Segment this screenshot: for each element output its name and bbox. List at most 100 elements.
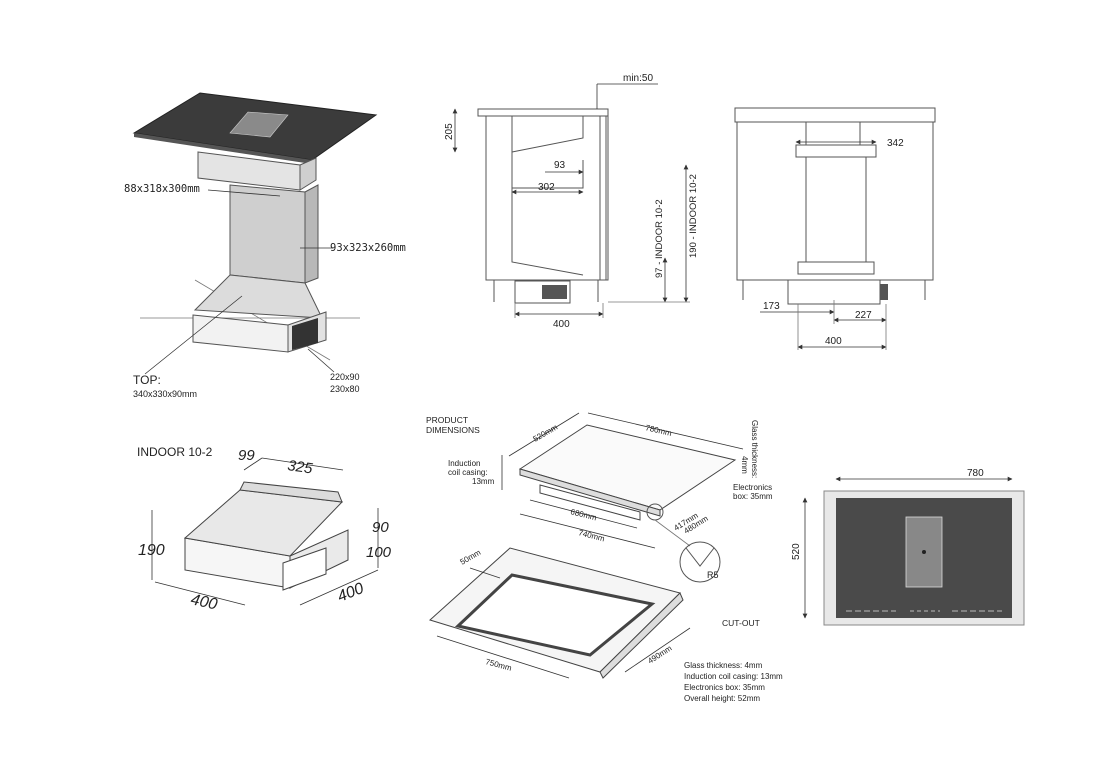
product-title-line1: PRODUCT xyxy=(426,415,468,425)
product-r5-detail-circle xyxy=(679,541,721,583)
dim-780mm-line xyxy=(587,412,744,450)
cooktop-plate-edge xyxy=(134,133,312,164)
dim-780mm-label: 780mm xyxy=(645,423,673,438)
dim-min50-label: min:50 xyxy=(623,73,653,84)
top-view-vent-center xyxy=(922,550,926,554)
dim-490mm-label: 490mm xyxy=(646,643,674,665)
dim-680mm-label: 680mm xyxy=(570,507,598,522)
column-size-label: 93x323x260mm xyxy=(330,242,406,254)
dim-325-label: 325 xyxy=(286,457,314,477)
dim-400-right-label: 400 xyxy=(335,580,366,606)
indoor-box-top-rim xyxy=(239,481,343,503)
dim-302-label: 302 xyxy=(538,182,555,193)
note-electronics: Electronics box: 35mm xyxy=(684,683,765,692)
indoor-box-title: INDOOR 10-2 xyxy=(137,445,213,459)
top-size-label: 340x330x90mm xyxy=(133,389,197,399)
leader-upper-box xyxy=(207,189,281,197)
product-dimensions-drawing: PRODUCT DIMENSIONS R5 520mm 780mm Induct… xyxy=(426,412,773,583)
dim-780-top-label: 780 xyxy=(967,468,984,479)
cooktop-vent-strip xyxy=(229,111,289,138)
outlet-size-label-1: 220x90 xyxy=(330,372,360,382)
upper-box-side xyxy=(299,157,317,191)
dim-520mm-line xyxy=(508,412,580,457)
glass-label-1: Glass thickness: xyxy=(750,420,759,478)
dim-400-side-label: 400 xyxy=(553,319,570,330)
product-coil-casing xyxy=(539,484,641,521)
worktop xyxy=(477,108,609,117)
base-unit-outlet xyxy=(542,285,567,299)
note-coil: Induction coil casing: 13mm xyxy=(684,672,783,681)
cabinet-front-panel xyxy=(599,115,609,281)
side-section-view: min:50 205 93 302 97 - INDOOR 10-2 190 -… xyxy=(444,73,699,330)
front-base-outlet xyxy=(880,284,888,300)
coil-label-1: Induction xyxy=(448,459,480,468)
top-label: TOP: xyxy=(133,373,161,387)
upper-box-size-label: 88x318x300mm xyxy=(124,183,200,195)
cutout-label: CUT-OUT xyxy=(722,618,760,628)
product-glass-top xyxy=(518,424,737,511)
outlet-size-label-2: 230x80 xyxy=(330,384,360,394)
dim-227-label: 227 xyxy=(855,310,872,321)
cabinet-body xyxy=(485,115,607,281)
dim-97-label: 97 - INDOOR 10-2 xyxy=(654,199,665,278)
elec-label-1: Electronics xyxy=(733,483,772,492)
product-glass-edge xyxy=(519,468,661,517)
note-height: Overall height: 52mm xyxy=(684,694,760,703)
lower-duct xyxy=(511,188,584,276)
top-view-drawing: 780 520 xyxy=(791,468,1025,626)
front-column xyxy=(805,156,867,263)
glass-label-2: 4mm xyxy=(740,456,749,474)
dim-99-label: 99 xyxy=(238,447,255,464)
dim-190-box-label: 190 xyxy=(138,542,165,559)
dim-100-label: 100 xyxy=(366,544,392,561)
elec-label-2: box: 35mm xyxy=(733,492,773,501)
product-r5-corner xyxy=(685,547,715,567)
front-collar xyxy=(795,144,877,158)
dim-99-line xyxy=(243,457,263,471)
dim-400-left-label: 400 xyxy=(189,591,219,613)
front-worktop xyxy=(734,107,936,123)
dim-750mm-line xyxy=(436,635,570,679)
dim-400-left-line xyxy=(154,581,246,606)
dim-400-right-line xyxy=(299,569,379,606)
dim-750mm-label: 750mm xyxy=(484,657,512,673)
front-view: 342 173 227 400 xyxy=(734,107,936,350)
cutout-opening xyxy=(454,573,656,657)
front-upper-duct xyxy=(805,122,861,146)
dim-680mm-line xyxy=(529,499,638,529)
isometric-unit-drawing: 88x318x300mm 93x323x260mm TOP: 340x330x9… xyxy=(124,92,406,399)
dim-90-label: 90 xyxy=(372,519,389,536)
dim-205-label: 205 xyxy=(444,123,455,140)
dim-93-label: 93 xyxy=(554,160,566,171)
leader-outlet xyxy=(307,348,335,373)
column-side xyxy=(304,184,319,284)
column-front xyxy=(229,184,306,284)
cutout-drawing: 50mm 750mm 490mm CUT-OUT Glass thickness… xyxy=(429,547,783,703)
note-glass: Glass thickness: 4mm xyxy=(684,661,763,670)
upper-duct xyxy=(511,116,584,153)
dim-400-front-label: 400 xyxy=(825,336,842,347)
dim-50mm-line xyxy=(469,567,501,579)
coil-label-3: 13mm xyxy=(472,477,495,486)
coil-label-2: coil casing: xyxy=(448,468,488,477)
base-unit xyxy=(514,280,571,304)
indoor-box-outlet xyxy=(282,547,327,591)
dim-740mm-label: 740mm xyxy=(578,528,606,543)
cutout-outer-edge xyxy=(599,592,684,679)
indoor-box-drawing: INDOOR 10-2 190 400 400 90 100 99 325 xyxy=(137,445,392,613)
product-corner-leader xyxy=(654,519,691,547)
dim-520-top-label: 520 xyxy=(791,543,802,560)
product-r5-label: R5 xyxy=(707,570,719,580)
dim-342-label: 342 xyxy=(887,138,904,149)
leader-top xyxy=(144,295,243,375)
product-title-line2: DIMENSIONS xyxy=(426,425,480,435)
dim-173-label: 173 xyxy=(763,301,780,312)
dim-490mm-line xyxy=(624,627,691,673)
outlet-opening xyxy=(292,318,318,350)
base-box-front xyxy=(192,314,289,353)
dim-325-line xyxy=(261,457,344,471)
dim-190-label: 190 - INDOOR 10-2 xyxy=(688,174,699,258)
dim-520mm-label: 520mm xyxy=(532,422,560,443)
dim-740mm-line xyxy=(519,513,656,549)
